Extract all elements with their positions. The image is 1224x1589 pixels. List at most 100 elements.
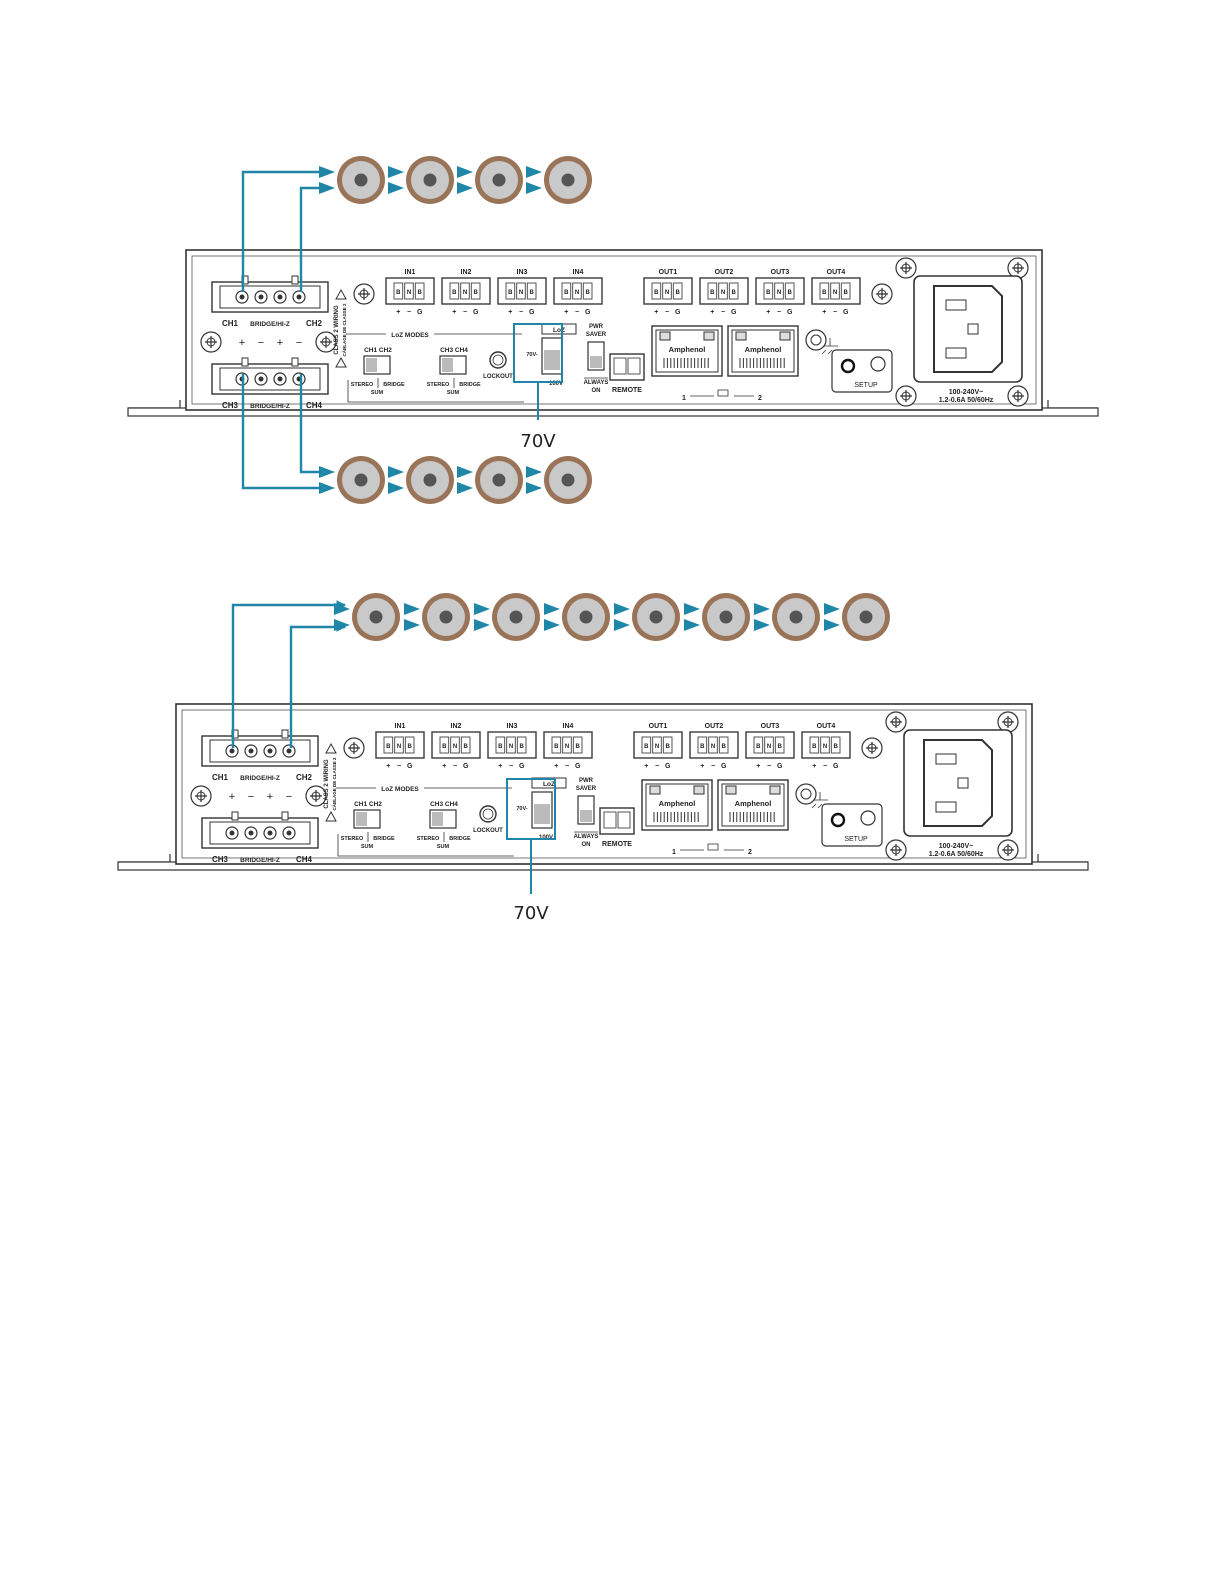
- signal-chevrons: [404, 603, 420, 631]
- speaker-icon: [337, 156, 385, 204]
- speaker-icon: [702, 593, 750, 641]
- speaker-row: [319, 456, 592, 504]
- io-label: OUT2: [715, 269, 734, 276]
- pin-letter: B: [442, 744, 447, 750]
- loz-label: LoZ: [553, 327, 565, 334]
- ch12-mode-switch: [363, 355, 391, 375]
- ch34-label: CH3 CH4: [430, 801, 458, 808]
- speaker-icon: [406, 456, 454, 504]
- pwr-saver-label: PWR: [579, 778, 594, 784]
- pin-letter: B: [833, 744, 838, 750]
- speaker-icon: [406, 156, 454, 204]
- bridge-label: BRIDGE: [449, 836, 471, 842]
- ch12-label: CH1 CH2: [354, 801, 382, 808]
- setup-led: [830, 812, 846, 828]
- pin-letter: B: [731, 290, 736, 296]
- pin-letter: B: [756, 744, 761, 750]
- screw-icon: [861, 737, 883, 759]
- sum-label: SUM: [371, 390, 384, 396]
- pin-polarity: +: [452, 309, 456, 316]
- speaker-wire: [289, 622, 346, 748]
- pin-polarity: −: [575, 309, 579, 316]
- stereo-label: STEREO: [341, 836, 364, 842]
- class2-sublabel: CÂBLAGE DE CLASSE 2: [331, 757, 337, 811]
- pwr-saver-label: PWR: [589, 324, 604, 330]
- pin-polarity: +: [564, 309, 568, 316]
- pin-letter: B: [473, 290, 478, 296]
- polarity-mark: −: [296, 337, 302, 349]
- pin-polarity: +: [710, 309, 714, 316]
- pin-letter: B: [766, 290, 771, 296]
- v70-position-label: 70V-: [526, 352, 537, 358]
- pin-polarity: −: [565, 763, 569, 770]
- screw-icon: [305, 785, 327, 807]
- io-label: IN3: [517, 269, 528, 276]
- io-label: OUT3: [761, 723, 780, 730]
- pin-polarity: G: [417, 309, 423, 316]
- amphenol-label: Amphenol: [745, 345, 782, 354]
- channel-label: CH3: [212, 855, 229, 864]
- polarity-mark: +: [239, 337, 245, 349]
- bridge-hiz-label: BRIDGE/HI-Z: [250, 321, 290, 328]
- io-label: OUT4: [827, 269, 846, 276]
- bridge-hiz-label: BRIDGE/HI-Z: [240, 775, 280, 782]
- speaker-icon: [492, 593, 540, 641]
- loz-modes-label: LoZ MODES: [391, 332, 429, 339]
- pin-polarity: G: [407, 763, 413, 770]
- pin-letter: B: [519, 744, 524, 750]
- power-rating-label: 1.2-0.6A 50/60Hz: [939, 397, 994, 404]
- pin-polarity: −: [665, 309, 669, 316]
- signal-chevrons: [544, 603, 560, 631]
- signal-chevrons: [684, 603, 700, 631]
- ch34-mode-switch: [439, 355, 467, 375]
- speaker-icon: [337, 456, 385, 504]
- pin-polarity: G: [777, 763, 783, 770]
- polarity-mark: +: [267, 791, 273, 803]
- signal-chevrons: [526, 166, 542, 194]
- signal-chevrons: [388, 466, 404, 494]
- speaker-icon: [842, 593, 890, 641]
- pin-polarity: G: [473, 309, 479, 316]
- speaker-wire: [241, 167, 332, 292]
- stereo-label: STEREO: [417, 836, 440, 842]
- screw-icon: [1007, 385, 1029, 407]
- pin-letter: N: [453, 744, 457, 750]
- ch12-mode-switch: [353, 809, 381, 829]
- pin-letter: B: [644, 744, 649, 750]
- io-label: OUT4: [817, 723, 836, 730]
- pin-letter: N: [665, 290, 669, 296]
- power-saver-switch: [587, 341, 605, 371]
- network-port-2-label: 2: [758, 395, 762, 402]
- power-inlet: 100-240V~1.2-0.6A 50/60Hz: [913, 275, 1023, 404]
- screw-icon: [343, 737, 365, 759]
- pin-letter: N: [721, 290, 725, 296]
- signal-chevrons: [824, 603, 840, 631]
- io-label: IN4: [573, 269, 584, 276]
- pin-polarity: +: [508, 309, 512, 316]
- pin-letter: N: [767, 744, 771, 750]
- pin-polarity: −: [767, 763, 771, 770]
- pin-letter: B: [721, 744, 726, 750]
- pin-letter: B: [700, 744, 705, 750]
- speaker-wire: [299, 183, 332, 292]
- pin-letter: N: [823, 744, 827, 750]
- io-label: OUT3: [771, 269, 790, 276]
- pin-polarity: G: [665, 763, 671, 770]
- pin-polarity: G: [833, 763, 839, 770]
- polarity-mark: +: [229, 791, 235, 803]
- pin-polarity: +: [442, 763, 446, 770]
- screw-icon: [997, 711, 1019, 733]
- pin-polarity: +: [644, 763, 648, 770]
- pin-letter: B: [822, 290, 827, 296]
- warning-icon: [325, 810, 337, 822]
- signal-chevrons: [526, 466, 542, 494]
